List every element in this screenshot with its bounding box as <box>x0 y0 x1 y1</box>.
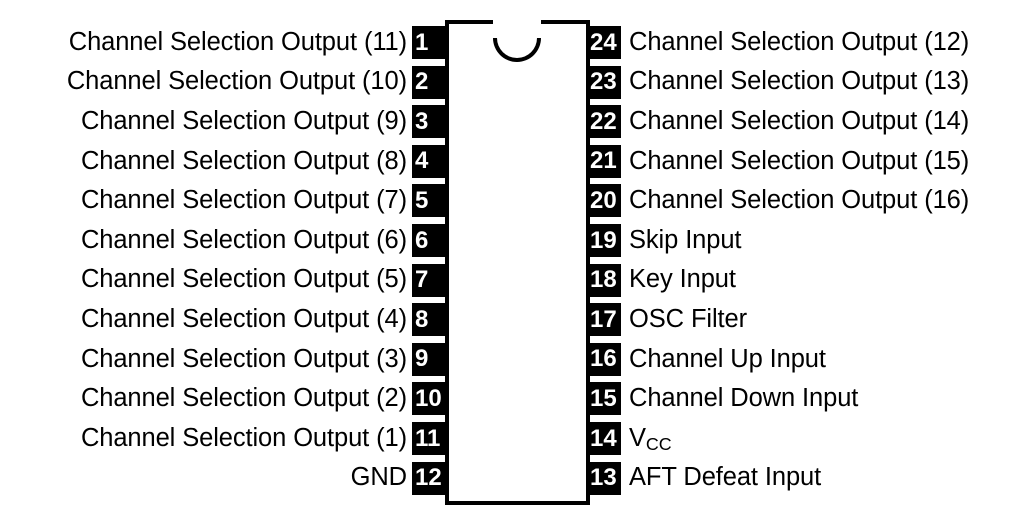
pin-row-23: 23 Channel Selection Output (13) <box>588 63 1033 102</box>
pin-number-21: 21 <box>590 147 617 175</box>
pin-label-3: Channel Selection Output (9) <box>80 106 407 135</box>
pin-row-24: 24 Channel Selection Output (12) <box>588 23 1033 62</box>
pin-pad-3: 3 <box>412 105 445 139</box>
pin-pad-10: 10 <box>412 382 445 416</box>
pin-number-20: 20 <box>590 186 617 214</box>
pin-number-2: 2 <box>415 68 429 96</box>
pin-pad-6: 6 <box>412 224 445 257</box>
pin-row-14: 14 VCC <box>588 419 1033 458</box>
pin-row-19: 19 Skip Input <box>588 221 1033 260</box>
pin-pad-19: 19 <box>588 224 621 257</box>
pin-label-22: Channel Selection Output (14) <box>629 106 970 135</box>
pin-number-6: 6 <box>415 226 429 254</box>
pin-label-15: Channel Down Input <box>629 384 859 413</box>
pin-row-10: Channel Selection Output (2) 10 <box>0 379 445 418</box>
pin-pad-15: 15 <box>588 382 621 416</box>
pin-row-5: Channel Selection Output (7) 5 <box>0 181 445 220</box>
pin-number-5: 5 <box>415 186 429 214</box>
pin-number-11: 11 <box>415 424 441 452</box>
pin-pad-8: 8 <box>412 303 445 337</box>
pin-pad-22: 22 <box>588 105 621 139</box>
pin-row-3: Channel Selection Output (9) 3 <box>0 102 445 141</box>
pin-row-9: Channel Selection Output (3) 9 <box>0 340 445 379</box>
pin-pad-11: 11 <box>412 422 445 455</box>
pin-number-12: 12 <box>415 464 442 492</box>
pin-pad-14: 14 <box>588 422 621 455</box>
pin-number-18: 18 <box>590 266 617 294</box>
pin-row-12: GND 12 <box>0 459 445 498</box>
pin-label-5: Channel Selection Output (7) <box>80 186 407 215</box>
pin-label-24: Channel Selection Output (12) <box>629 27 970 56</box>
pin-row-4: Channel Selection Output (8) 4 <box>0 142 445 181</box>
pin-label-11: Channel Selection Output (1) <box>80 423 407 452</box>
pin-number-15: 15 <box>590 384 617 412</box>
pin-row-15: 15 Channel Down Input <box>588 379 1033 418</box>
pin-label-19: Skip Input <box>629 225 742 254</box>
chip-body-outline <box>445 20 590 505</box>
pin-pad-7: 7 <box>412 263 445 297</box>
pin-row-13: 13 AFT Defeat Input <box>588 459 1033 498</box>
pin-label-7: Channel Selection Output (5) <box>80 265 407 294</box>
pin-number-8: 8 <box>415 305 429 333</box>
pin-pad-16: 16 <box>588 342 621 376</box>
pin-label-16: Channel Up Input <box>629 344 826 373</box>
pin-row-18: 18 Key Input <box>588 261 1033 300</box>
notch-mask <box>497 18 537 24</box>
pin-row-2: Channel Selection Output (10) 2 <box>0 63 445 102</box>
pin-number-1: 1 <box>415 28 429 56</box>
pin-row-17: 17 OSC Filter <box>588 300 1033 339</box>
pin-label-1: Channel Selection Output (11) <box>68 27 407 56</box>
pin-pad-24: 24 <box>588 26 621 59</box>
pin-number-16: 16 <box>590 345 617 373</box>
pin-label-2: Channel Selection Output (10) <box>66 67 407 96</box>
pin-pad-5: 5 <box>412 184 445 218</box>
pin-number-24: 24 <box>590 28 617 56</box>
pin-pad-9: 9 <box>412 342 445 376</box>
pin-label-8: Channel Selection Output (4) <box>80 304 407 333</box>
pin-row-1: Channel Selection Output (11) 1 <box>0 23 445 62</box>
pin-number-4: 4 <box>415 147 429 175</box>
pin-number-7: 7 <box>415 266 429 294</box>
pin-row-20: 20 Channel Selection Output (16) <box>588 181 1033 220</box>
pin-pad-21: 21 <box>588 144 621 178</box>
pin-label-6: Channel Selection Output (6) <box>80 225 407 254</box>
pin-pad-2: 2 <box>412 65 445 99</box>
pin-pad-17: 17 <box>588 303 621 337</box>
pin-row-22: 22 Channel Selection Output (14) <box>588 102 1033 141</box>
pin-number-13: 13 <box>590 464 617 492</box>
pin-row-21: 21 Channel Selection Output (15) <box>588 142 1033 181</box>
pin-pad-4: 4 <box>412 144 445 178</box>
pin-number-3: 3 <box>415 107 429 135</box>
pin-label-13: AFT Defeat Input <box>629 463 822 492</box>
pin-label-9: Channel Selection Output (3) <box>80 344 407 373</box>
pin-row-8: Channel Selection Output (4) 8 <box>0 300 445 339</box>
pin-number-17: 17 <box>590 305 617 333</box>
pin-pad-23: 23 <box>588 65 621 99</box>
pin-label-12: GND <box>350 463 407 492</box>
pin-number-9: 9 <box>415 345 429 373</box>
pin-number-10: 10 <box>415 384 442 412</box>
pin-label-4: Channel Selection Output (8) <box>80 146 407 175</box>
pin-pad-12: 12 <box>412 461 445 495</box>
pin-pad-20: 20 <box>588 184 621 218</box>
pin-pad-18: 18 <box>588 263 621 297</box>
pin-row-11: Channel Selection Output (1) 11 <box>0 419 445 458</box>
pin-row-16: 16 Channel Up Input <box>588 340 1033 379</box>
pin-label-17: OSC Filter <box>629 304 748 333</box>
pin-row-6: Channel Selection Output (6) 6 <box>0 221 445 260</box>
pin-row-7: Channel Selection Output (5) 7 <box>0 261 445 300</box>
pin-label-18: Key Input <box>629 265 736 294</box>
pin-pad-13: 13 <box>588 461 621 495</box>
pin-pad-1: 1 <box>412 26 445 59</box>
pin-number-22: 22 <box>590 107 617 135</box>
pin-label-14: VCC <box>629 423 672 455</box>
pin-label-21: Channel Selection Output (15) <box>629 146 970 175</box>
pin-number-19: 19 <box>590 226 617 254</box>
pin-label-23: Channel Selection Output (13) <box>629 67 970 96</box>
pin-label-10: Channel Selection Output (2) <box>80 384 407 413</box>
pin-number-23: 23 <box>590 68 617 96</box>
pin-label-20: Channel Selection Output (16) <box>629 186 970 215</box>
pin-number-14: 14 <box>590 424 617 452</box>
